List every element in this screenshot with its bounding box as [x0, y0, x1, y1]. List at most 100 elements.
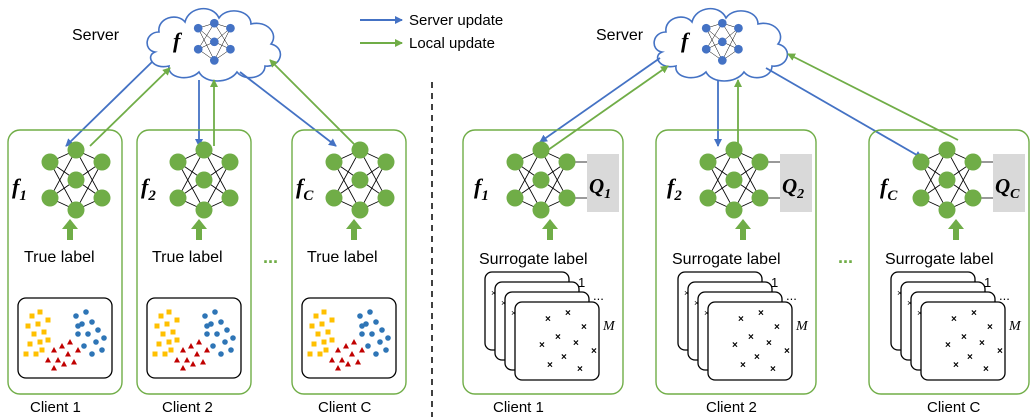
- square-marker: [156, 341, 162, 347]
- circle-marker: [202, 313, 208, 319]
- x-marker: ×: [694, 298, 699, 308]
- legend-local-update-label: Local update: [409, 35, 495, 52]
- stack-count: M: [1008, 319, 1022, 334]
- circle-marker: [373, 319, 379, 325]
- circle-marker: [377, 339, 383, 345]
- x-marker: ×: [740, 360, 746, 371]
- x-marker: ×: [971, 308, 977, 319]
- q-matrix-symbol: Q2: [782, 174, 804, 202]
- x-marker: ×: [917, 308, 922, 318]
- x-marker: ×: [997, 346, 1003, 357]
- square-marker: [158, 313, 164, 319]
- square-marker: [329, 337, 335, 343]
- triangle-marker: [51, 347, 57, 353]
- client-box: [291, 129, 407, 395]
- square-marker: [329, 317, 335, 323]
- q-matrix-box: [587, 154, 619, 212]
- triangle-marker: [180, 365, 186, 371]
- left-local-arrow-3: [269, 59, 357, 147]
- surrogate-panel: [920, 301, 1006, 381]
- circle-marker: [101, 335, 107, 341]
- circle-marker: [379, 327, 385, 333]
- client-name: Client C: [318, 399, 372, 416]
- scatter-data-panel: [17, 297, 113, 379]
- client-network-icon: [506, 141, 587, 219]
- square-marker: [45, 337, 51, 343]
- q-matrix-box: [780, 154, 812, 212]
- circle-marker: [75, 331, 81, 337]
- x-marker: ×: [511, 308, 516, 318]
- triangle-marker: [174, 357, 180, 363]
- surrogate-data-stack: ×××××××××××××: [484, 271, 600, 381]
- circle-marker: [222, 339, 228, 345]
- stack-dots: ...: [593, 288, 604, 303]
- square-marker: [307, 351, 313, 357]
- x-marker: ×: [565, 308, 571, 319]
- triangle-marker: [345, 361, 351, 367]
- x-marker: ×: [774, 322, 780, 333]
- stack-count: M: [602, 319, 616, 334]
- triangle-marker: [351, 339, 357, 345]
- left-section: Server f: [7, 7, 407, 416]
- x-marker: ×: [561, 352, 567, 363]
- square-marker: [31, 331, 37, 337]
- circle-marker: [89, 319, 95, 325]
- square-marker: [27, 341, 33, 347]
- triangle-marker: [190, 361, 196, 367]
- x-marker: ×: [545, 314, 551, 325]
- legend-server-update-label: Server update: [409, 12, 503, 29]
- triangle-marker: [75, 347, 81, 353]
- circle-marker: [224, 327, 230, 333]
- square-marker: [39, 347, 45, 353]
- square-marker: [321, 339, 327, 345]
- square-marker: [35, 321, 41, 327]
- right-client-1: f1 Q1 Surrogate label: [462, 129, 624, 416]
- circle-marker: [218, 319, 224, 325]
- square-marker: [319, 321, 325, 327]
- square-marker: [162, 351, 168, 357]
- circle-marker: [89, 351, 95, 357]
- clients-ellipsis: ...: [838, 247, 853, 267]
- client-name: Client C: [927, 399, 981, 416]
- circle-marker: [367, 309, 373, 315]
- triangle-marker: [339, 357, 345, 363]
- square-marker: [166, 309, 172, 315]
- client-model-symbol: fC: [880, 174, 898, 204]
- square-marker: [309, 323, 315, 329]
- stack-first-index: 1: [984, 275, 991, 290]
- triangle-marker: [335, 347, 341, 353]
- right-server-label: Server: [596, 27, 644, 44]
- square-marker: [315, 331, 321, 337]
- circle-marker: [385, 335, 391, 341]
- stack-dots: ...: [786, 288, 797, 303]
- stack-first-index: 1: [578, 275, 585, 290]
- x-marker: ×: [581, 322, 587, 333]
- stack-first-index: 1: [771, 275, 778, 290]
- x-marker: ×: [539, 340, 545, 351]
- triangle-marker: [359, 347, 365, 353]
- x-marker: ×: [967, 352, 973, 363]
- up-arrow-icon: [346, 219, 362, 240]
- q-matrix-box: [993, 154, 1025, 212]
- right-server-arrow-1: [539, 57, 661, 143]
- scatter-markers: [23, 309, 107, 371]
- triangle-marker: [355, 359, 361, 365]
- square-marker: [313, 313, 319, 319]
- square-marker: [154, 323, 160, 329]
- left-server-arrow-1: [65, 61, 153, 147]
- legend: Server update Local update: [360, 12, 503, 52]
- triangle-marker: [194, 351, 200, 357]
- circle-marker: [204, 323, 210, 329]
- circle-marker: [93, 339, 99, 345]
- client-model-symbol: f2: [667, 174, 682, 204]
- left-server: Server f: [72, 7, 282, 82]
- x-marker: ×: [547, 360, 553, 371]
- scatter-markers: [152, 309, 236, 371]
- circle-marker: [228, 347, 234, 353]
- x-marker: ×: [951, 314, 957, 325]
- right-server-arrow-3: [765, 67, 923, 159]
- left-client-2: f2 True label Client 2: [136, 129, 252, 416]
- left-server-model-symbol: f: [173, 28, 183, 53]
- square-marker: [37, 309, 43, 315]
